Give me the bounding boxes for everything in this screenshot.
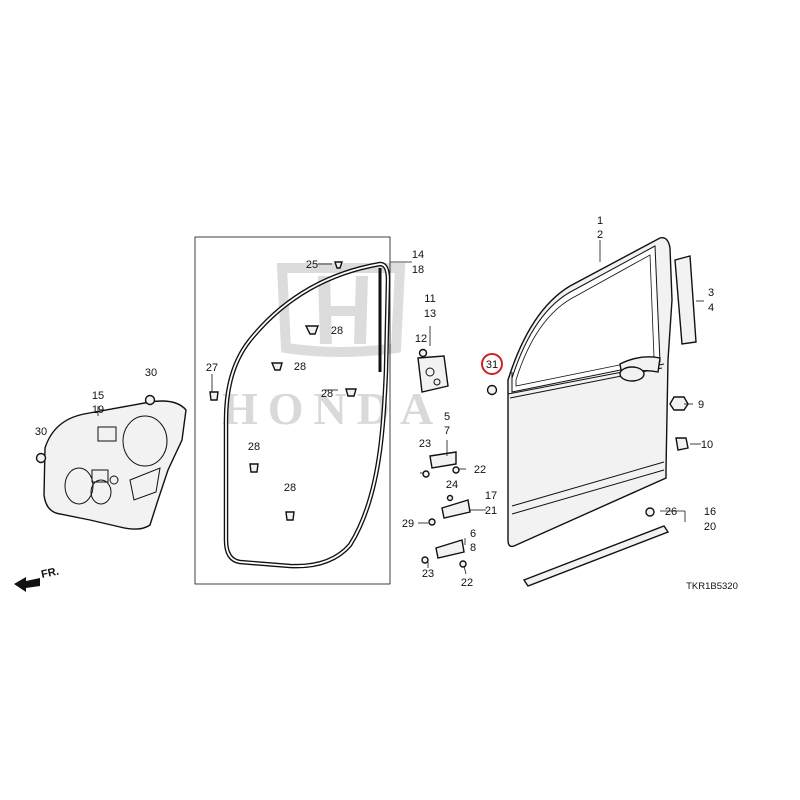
callout-7: 7 — [444, 425, 450, 437]
callout-27: 27 — [206, 362, 218, 374]
clip-parts — [209, 261, 357, 521]
callout-26: 26 — [665, 506, 677, 518]
callout-17: 17 — [485, 490, 497, 502]
callout-8: 8 — [470, 542, 476, 554]
callout-9: 9 — [698, 399, 704, 411]
callout-28c: 28 — [321, 388, 333, 400]
callout-14: 14 — [412, 249, 424, 261]
callout-22a: 22 — [474, 464, 486, 476]
callout-12: 12 — [415, 333, 427, 345]
callout-10: 10 — [701, 439, 713, 451]
callout-15: 15 — [92, 390, 104, 402]
nut-9 — [669, 396, 689, 411]
callout-28e: 28 — [284, 482, 296, 494]
door-lining-panel — [43, 400, 187, 530]
door-hinges — [417, 348, 471, 568]
callout-4: 4 — [708, 302, 714, 314]
callout-19: 19 — [92, 404, 104, 416]
callout-31: 31 — [486, 359, 498, 371]
callout-brackets — [97, 240, 704, 575]
callout-28d: 28 — [248, 441, 260, 453]
direction-label: FR. — [40, 566, 60, 581]
watermark-text: HONDA — [222, 383, 443, 434]
callout-3: 3 — [708, 287, 714, 299]
pillar-garnish — [674, 255, 697, 345]
callout-23b: 23 — [422, 568, 434, 580]
weatherstrip-group-box — [194, 236, 391, 585]
callout-1: 1 — [597, 215, 603, 227]
callout-2: 2 — [597, 229, 603, 241]
callout-labels: 1 2 3 4 5 6 7 8 9 10 11 12 13 14 15 16 1… — [35, 215, 716, 589]
callout-25: 25 — [306, 259, 318, 271]
callout-28a: 28 — [331, 325, 343, 337]
callout-6: 6 — [470, 528, 476, 540]
front-direction-arrow: FR. — [14, 566, 60, 592]
callout-20: 20 — [704, 521, 716, 533]
diagram-code: TKR1B5320 — [686, 581, 738, 592]
door-weatherstrip — [223, 261, 391, 569]
front-door-skin — [507, 237, 673, 548]
callout-22b: 22 — [461, 577, 473, 589]
callout-30a: 30 — [145, 367, 157, 379]
part-31 — [486, 384, 498, 396]
callout-28b: 28 — [294, 361, 306, 373]
callout-5: 5 — [444, 411, 450, 423]
grommet-30-upper — [144, 394, 156, 406]
highlight-ring — [481, 353, 503, 375]
callout-21: 21 — [485, 505, 497, 517]
honda-logo-watermark — [276, 263, 406, 357]
nut-10 — [675, 437, 689, 451]
callout-16: 16 — [704, 506, 716, 518]
callout-30b: 30 — [35, 426, 47, 438]
callout-11: 11 — [424, 293, 435, 305]
clip-26 — [645, 507, 655, 517]
callout-18: 18 — [412, 264, 424, 276]
door-molding — [522, 525, 670, 587]
callout-29: 29 — [402, 518, 414, 530]
grommet-30-lower — [35, 452, 47, 464]
callout-13: 13 — [424, 308, 436, 320]
callout-23a: 23 — [419, 438, 431, 450]
callout-24: 24 — [446, 479, 458, 491]
